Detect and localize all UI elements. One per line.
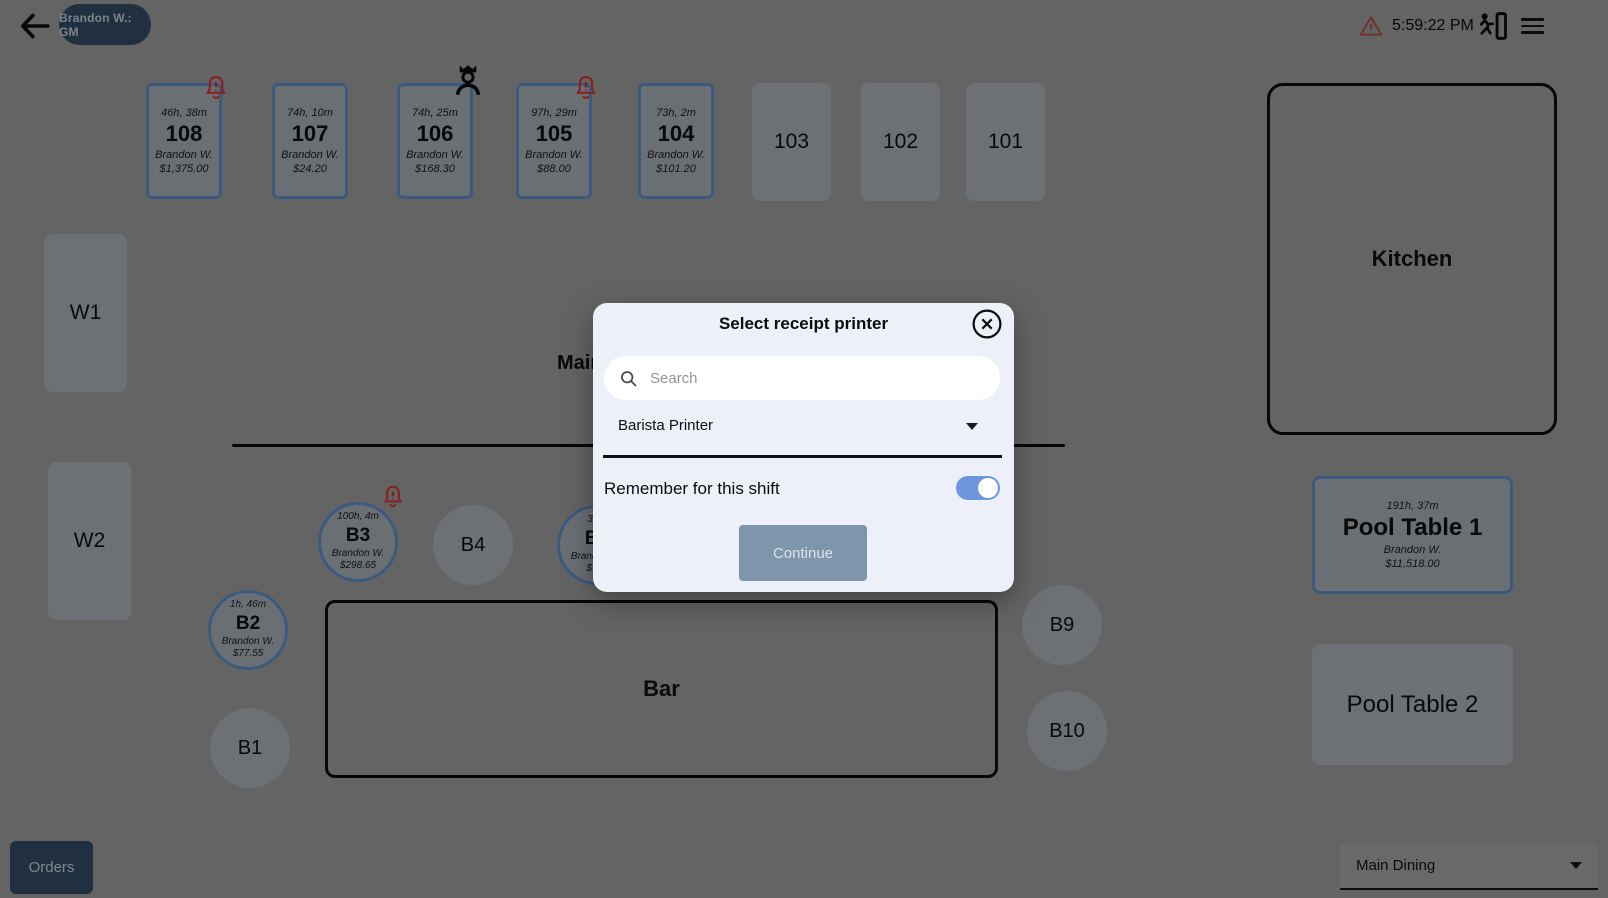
select-printer-dialog: Select receipt printer Barista Printer R… — [593, 303, 1014, 592]
alert-bell-icon — [201, 72, 231, 104]
table-number: B4 — [460, 533, 486, 556]
table-number: W2 — [73, 528, 106, 552]
table-number: W1 — [69, 300, 102, 324]
table-server: Brandon W. — [331, 547, 385, 559]
table-b4[interactable]: B4 — [433, 505, 513, 585]
table-number: B3 — [345, 524, 371, 546]
room-selector-value: Main Dining — [1356, 857, 1436, 874]
table-number: 105 — [535, 121, 573, 147]
table-card-103[interactable]: 103 — [752, 83, 831, 201]
continue-button-label: Continue — [772, 544, 834, 562]
dropdown-caret-icon[interactable] — [966, 423, 978, 430]
remember-shift-toggle[interactable] — [956, 476, 1000, 500]
table-card-108[interactable]: 46h, 38m 108 Brandon W. $1,375.00 — [146, 75, 226, 199]
room-selector-dropdown[interactable]: Main Dining — [1340, 843, 1598, 890]
table-b2[interactable]: 1h, 46m B2 Brandon W. $77.55 — [208, 590, 288, 670]
dropdown-underline — [603, 455, 1002, 458]
table-card-105[interactable]: 97h, 29m 105 Brandon W. $88.00 — [516, 75, 596, 199]
printer-search[interactable] — [604, 356, 1000, 400]
zone-label: Bar — [643, 676, 680, 701]
table-b3[interactable]: 100h, 4m B3 Brandon W. $298.65 — [318, 502, 398, 582]
orders-button[interactable]: Orders — [10, 841, 93, 894]
logout-button[interactable] — [1474, 8, 1510, 44]
table-b10[interactable]: B10 — [1027, 691, 1107, 771]
table-label: Pool Table 1 — [1342, 513, 1483, 541]
table-server: Brandon W. — [406, 148, 464, 161]
alert-bell-icon — [571, 72, 601, 104]
toggle-knob — [978, 478, 998, 498]
table-b1[interactable]: B1 — [210, 708, 290, 788]
back-button[interactable] — [18, 9, 52, 43]
table-amount: $298.65 — [339, 560, 377, 572]
table-server: Brandon W. — [155, 148, 213, 161]
printer-dropdown-value: Barista Printer — [618, 417, 714, 434]
zone-label: Kitchen — [1371, 246, 1453, 271]
table-amount: $168.30 — [415, 162, 455, 175]
dialog-title: Select receipt printer — [718, 314, 889, 333]
server-person-icon — [450, 62, 486, 102]
arrow-left-icon — [20, 13, 50, 39]
table-duration: 74h, 10m — [287, 106, 333, 119]
run-exit-icon — [1479, 12, 1507, 40]
warning-triangle-icon — [1359, 16, 1383, 36]
table-server: Brandon W. — [647, 148, 705, 161]
user-badge-label: Brandon W.: GM — [59, 10, 132, 39]
remember-shift-label: Remember for this shift — [604, 479, 780, 498]
table-duration: 73h, 2m — [656, 106, 696, 119]
table-amount: $11,518.00 — [1385, 558, 1440, 571]
close-button[interactable] — [970, 307, 1004, 341]
continue-button[interactable]: Continue — [739, 525, 867, 581]
search-icon — [621, 370, 637, 387]
table-card-106[interactable]: 74h, 25m 106 Brandon W. $168.30 — [397, 65, 480, 199]
table-duration: 1h, 46m — [229, 599, 267, 611]
table-amount: $1,375.00 — [159, 162, 209, 175]
table-b9[interactable]: B9 — [1022, 585, 1102, 665]
menu-button[interactable] — [1521, 18, 1544, 34]
table-amount: $101.20 — [656, 162, 696, 175]
zone-kitchen: Kitchen — [1267, 83, 1557, 435]
search-input[interactable] — [648, 368, 968, 388]
table-number: 108 — [165, 121, 203, 147]
table-duration: 46h, 38m — [161, 106, 207, 119]
table-amount: $77.55 — [232, 648, 264, 660]
circle-x-icon — [972, 309, 1002, 339]
user-badge[interactable]: Brandon W.: GM — [59, 4, 151, 45]
table-pool-1[interactable]: 191h, 37m Pool Table 1 Brandon W. $11,51… — [1312, 476, 1513, 594]
table-card-101[interactable]: 101 — [966, 83, 1045, 201]
hamburger-icon — [1521, 18, 1544, 21]
table-number: 102 — [882, 129, 919, 153]
table-label: Pool Table 2 — [1346, 690, 1479, 718]
table-number: 106 — [416, 121, 454, 147]
table-w1[interactable]: W1 — [44, 234, 127, 392]
table-number: 107 — [291, 121, 329, 147]
table-number: B9 — [1049, 613, 1075, 636]
table-number: B10 — [1049, 719, 1085, 742]
alert-bell-icon — [379, 482, 407, 512]
zone-bar: Bar — [325, 600, 998, 778]
table-w2[interactable]: W2 — [48, 462, 131, 620]
table-duration: 191h, 37m — [1386, 499, 1439, 512]
table-duration: 100h, 4m — [337, 511, 379, 523]
chevron-down-icon — [1570, 862, 1582, 869]
table-server: Brandon W. — [1383, 543, 1442, 556]
table-number: B2 — [235, 612, 261, 634]
table-pool-2[interactable]: Pool Table 2 — [1312, 644, 1513, 765]
table-duration: 74h, 25m — [412, 106, 458, 119]
clock: 5:59:22 PM — [1392, 17, 1474, 34]
orders-button-label: Orders — [28, 859, 75, 876]
table-number: 101 — [987, 129, 1024, 153]
table-number: 103 — [773, 129, 810, 153]
table-server: Brandon W. — [525, 148, 583, 161]
table-amount: $24.20 — [293, 162, 327, 175]
table-card-107[interactable]: 74h, 10m 107 Brandon W. $24.20 — [272, 83, 348, 199]
table-number: B1 — [237, 736, 263, 759]
warning-indicator[interactable] — [1358, 13, 1384, 39]
table-server: Brandon W. — [221, 635, 275, 647]
table-amount: $88.00 — [537, 162, 571, 175]
table-server: Brandon W. — [281, 148, 339, 161]
table-number: 104 — [657, 121, 695, 147]
table-card-104[interactable]: 73h, 2m 104 Brandon W. $101.20 — [638, 83, 714, 199]
table-duration: 97h, 29m — [531, 106, 577, 119]
table-card-102[interactable]: 102 — [861, 83, 940, 201]
